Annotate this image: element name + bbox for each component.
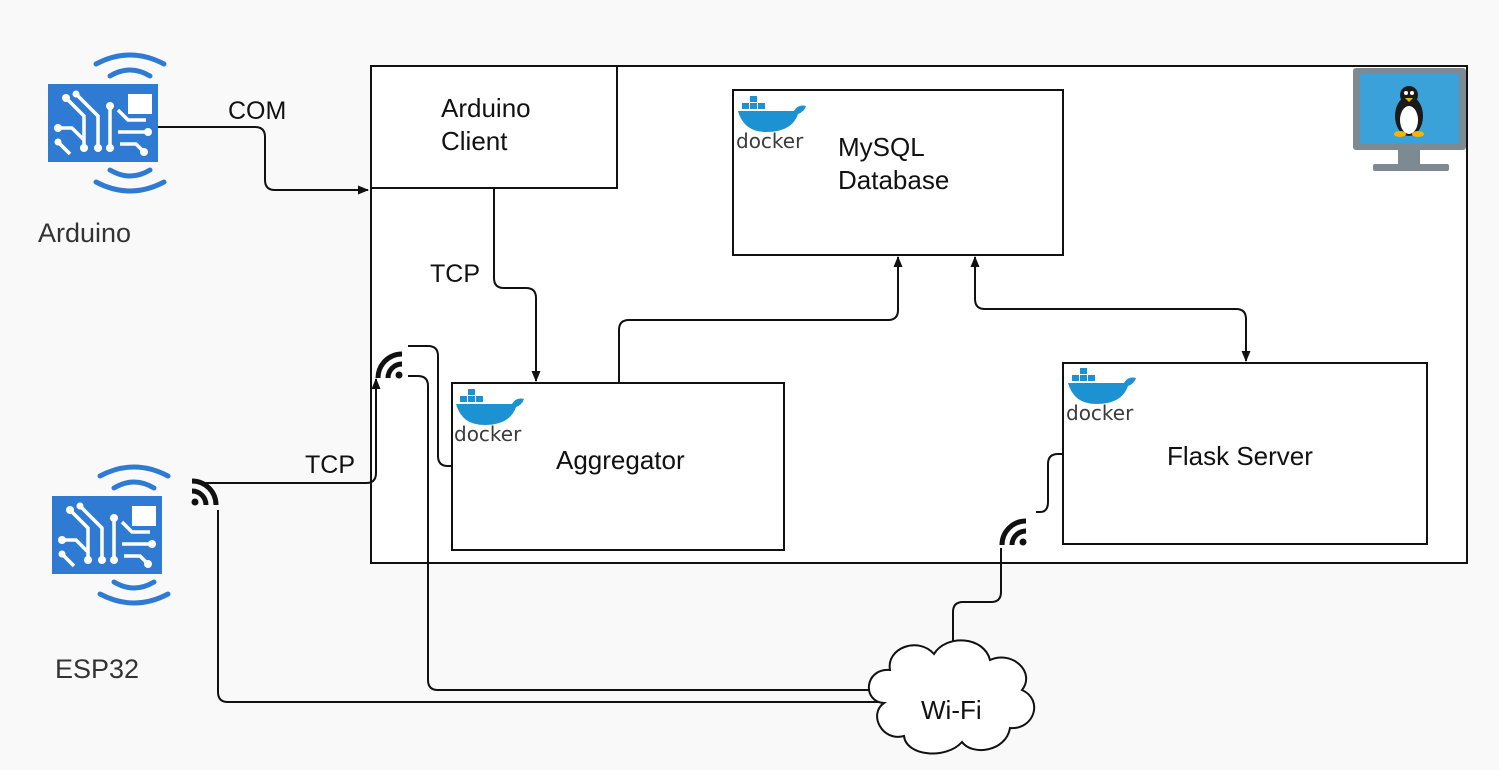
esp32-tcp-label: TCP — [305, 451, 355, 479]
wifi-signal-icon-esp32 — [192, 481, 217, 506]
com-connection-label: COM — [228, 97, 287, 125]
connection-arduino-com — [158, 126, 369, 195]
aggregator-label: Aggregator — [556, 445, 685, 475]
connection-mysql-flask — [970, 256, 1251, 362]
connection-flask-wifi-to-flask — [1036, 453, 1063, 513]
arduino-client-box — [370, 65, 618, 189]
esp32-device-label: ESP32 — [55, 654, 140, 684]
arduino-chip-icon — [48, 55, 164, 191]
connection-host-wifi-to-aggregator — [408, 345, 452, 467]
arduino-client-label: Arduino Client — [441, 93, 531, 156]
wifi-cloud-label: Wi-Fi — [921, 695, 982, 725]
esp32-chip-icon — [52, 467, 168, 603]
client-tcp-label: TCP — [430, 260, 480, 288]
linux-monitor-icon — [1353, 68, 1466, 171]
connection-client-tcp — [493, 188, 541, 382]
wifi-cloud — [868, 639, 1035, 755]
connection-esp32-wifi-to-cloud — [217, 510, 880, 703]
connection-host-wifi-to-cloud — [408, 375, 880, 691]
arduino-device-label: Arduino — [38, 218, 132, 248]
connection-cloud-to-flask-wifi — [952, 548, 1002, 642]
flask-server-label: Flask Server — [1167, 441, 1313, 471]
connection-esp32-tcp — [205, 378, 381, 484]
connection-aggregator-mysql — [618, 256, 903, 383]
mysql-database-label: MySQL Database — [838, 132, 950, 195]
